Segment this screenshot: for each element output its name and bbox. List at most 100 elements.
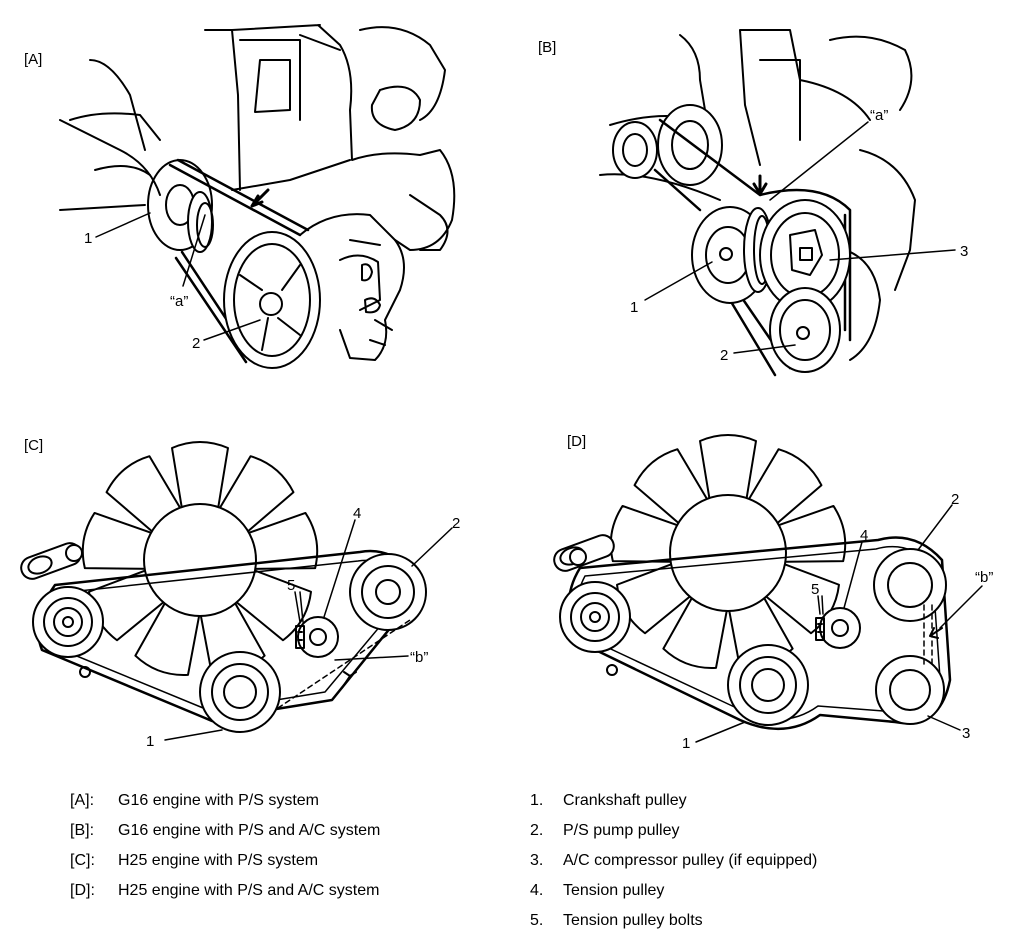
legend-key: 1. <box>530 792 544 809</box>
ac-compressor-pulley <box>875 655 945 725</box>
callout-a: “a” <box>170 293 188 310</box>
callout-2: 2 <box>720 347 728 364</box>
engine-block-sketch <box>599 29 916 361</box>
callout-leader-2 <box>733 344 796 354</box>
upper-idler-pulley <box>612 121 658 179</box>
legend-key: 3. <box>530 852 544 869</box>
crankshaft-pulley-rim <box>211 663 269 721</box>
panel-b-label: [B] <box>538 39 556 56</box>
legend-row: 2. P/S pump pulley <box>530 816 817 846</box>
legend-row: [A]: G16 engine with P/S system <box>70 786 380 816</box>
alternator-pulley-hub <box>589 611 601 623</box>
callout-leader-1 <box>644 261 713 301</box>
alternator-pivot-bolt <box>79 666 91 678</box>
legend-text: H25 engine with P/S system <box>118 852 319 869</box>
ps-pump-pulley-hub <box>259 292 283 316</box>
legend-row: [D]: H25 engine with P/S and A/C system <box>70 876 380 906</box>
panel-a-label: [A] <box>24 51 42 68</box>
tension-pulley-bolts <box>815 617 825 641</box>
callout-leader-4 <box>843 541 863 609</box>
tension-pulley <box>819 607 861 649</box>
ps-pump-pulley-rim <box>779 299 831 361</box>
callout-leader-2 <box>411 527 453 567</box>
legend-row: 4. Tension pulley <box>530 876 817 906</box>
alternator-pulley <box>657 104 723 186</box>
callout-leader-5 <box>817 595 824 615</box>
alternator-pulley-ring <box>580 602 610 632</box>
legend-text: H25 engine with P/S and A/C system <box>118 882 380 899</box>
callout-leader-3 <box>829 249 956 261</box>
engine-block-sketch <box>69 24 456 251</box>
alternator-adjuster-hole <box>27 555 53 575</box>
alternator-pulley-ring <box>53 607 83 637</box>
tension-pulley-hub <box>831 619 849 637</box>
callout-leader-b <box>334 655 409 661</box>
legend-row: [B]: G16 engine with P/S and A/C system <box>70 816 380 846</box>
callout-3: 3 <box>960 243 968 260</box>
callout-leader-b <box>939 585 983 629</box>
legend-key: 5. <box>530 912 544 929</box>
callout-leader-5 <box>294 591 304 623</box>
legend-text: P/S pump pulley <box>563 822 680 839</box>
crankshaft-pulley-groove-inner <box>196 202 214 248</box>
deflection-dashed-line <box>277 619 411 709</box>
legend-text: Tension pulley bolts <box>563 912 703 929</box>
ps-pump-pulley-spokes <box>239 264 301 351</box>
callout-leader-4 <box>323 519 356 618</box>
ps-pump-pulley-rim <box>233 243 311 357</box>
callout-5: 5 <box>287 577 295 594</box>
alternator-pulley-hub <box>62 616 74 628</box>
engine-legend: [A]: G16 engine with P/S system [B]: G16 e… <box>70 786 380 906</box>
callout-2: 2 <box>452 515 460 532</box>
legend-text: A/C compressor pulley (if equipped) <box>563 852 818 869</box>
legend-key: [A]: <box>70 792 95 809</box>
upper-idler-hub <box>622 133 648 167</box>
callout-2: 2 <box>192 335 200 352</box>
callout-leader-a <box>769 121 869 201</box>
callout-2: 2 <box>951 491 959 508</box>
panel-d: [D] <box>553 433 993 752</box>
legend-row: [C]:H25 engine with P/S system <box>70 846 380 876</box>
panel-a: [A] 1 “a” 2 <box>24 24 456 369</box>
tension-pulley-bolts <box>295 625 305 649</box>
legend-row: 3. A/C compressor pulley (if equipped) <box>530 846 817 876</box>
deflection-arrow <box>752 174 768 196</box>
callout-4: 4 <box>860 527 868 544</box>
ps-pump-pulley-hub <box>375 579 401 605</box>
hand-sketch <box>59 119 449 251</box>
panel-c-label: [C] <box>24 437 43 454</box>
deflection-arrow <box>929 627 943 639</box>
ps-pump-pulley <box>873 548 947 622</box>
ps-pump-pulley-rim <box>887 562 933 608</box>
callout-leader-1 <box>164 729 223 741</box>
tension-pulley <box>297 616 339 658</box>
ps-pump-pulley-hub <box>796 326 810 340</box>
legend-row: 5. Tension pulley bolts <box>530 906 817 936</box>
callout-b: “b” <box>975 569 993 586</box>
crankshaft-pulley-rim <box>739 656 797 714</box>
callout-leader-1 <box>95 212 151 238</box>
callout-1: 1 <box>630 299 638 316</box>
legend-text: G16 engine with P/S system <box>118 792 319 809</box>
legend-text: Crankshaft pulley <box>563 792 687 809</box>
callout-leader-3 <box>927 715 961 731</box>
legend-key: [D]: <box>70 882 95 899</box>
alternator-pulley-hub <box>671 120 709 170</box>
legend-text: Tension pulley <box>563 882 665 899</box>
drive-belt <box>168 158 310 364</box>
crankshaft-pulley-hub <box>719 247 733 261</box>
callout-3: 3 <box>962 725 970 742</box>
crankshaft-pulley-hub <box>223 675 257 709</box>
ac-compressor-clutch <box>789 229 823 276</box>
parts-legend: 1. Crankshaft pulley 2. P/S pump pulley 3.… <box>530 786 817 936</box>
callout-leader-2 <box>917 504 953 551</box>
legend-text: G16 engine with P/S and A/C system <box>118 822 381 839</box>
legend-key: 2. <box>530 822 544 839</box>
drive-belt <box>653 118 852 377</box>
legend-key: [B]: <box>70 822 95 839</box>
callout-leader-1 <box>695 721 746 743</box>
legend-key: 4. <box>530 882 544 899</box>
panel-b: [B] “a” 3 1 2 <box>538 29 968 377</box>
